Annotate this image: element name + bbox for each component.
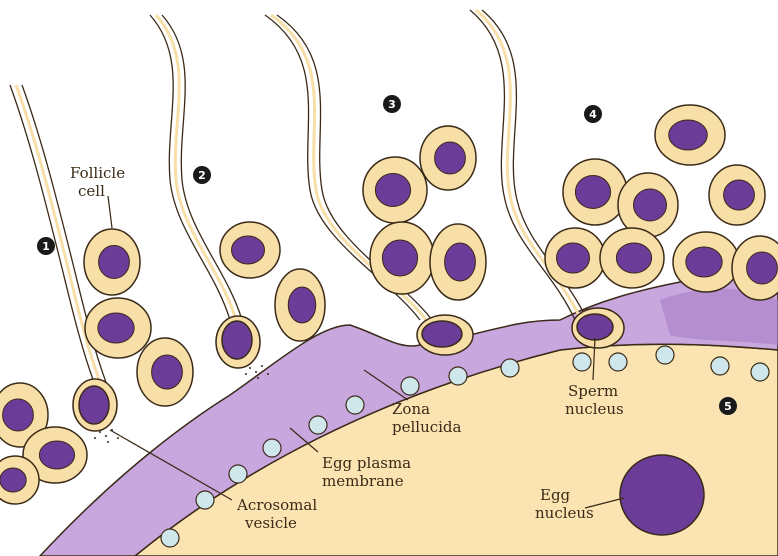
follicle-cell bbox=[275, 269, 325, 341]
follicle-cell-nucleus bbox=[575, 176, 610, 209]
follicle-cell-nucleus bbox=[288, 287, 316, 323]
follicle-cell-nucleus bbox=[98, 313, 134, 343]
follicle-cell-nucleus bbox=[616, 243, 651, 273]
follicle-cell bbox=[430, 224, 486, 300]
step-marker-3: 3 bbox=[383, 95, 401, 113]
label-follicle-cell: Follicle cell bbox=[70, 164, 130, 200]
follicle-cell bbox=[84, 229, 140, 295]
follicle-cell-nucleus bbox=[634, 189, 667, 221]
follicle-cell-nucleus bbox=[724, 180, 755, 210]
follicle-cell bbox=[420, 126, 476, 190]
follicle-cell bbox=[709, 165, 765, 225]
follicle-cell-nucleus bbox=[99, 246, 130, 279]
follicle-cell-nucleus bbox=[375, 174, 410, 207]
follicle-cell-nucleus bbox=[435, 142, 466, 174]
follicle-cell-nucleus bbox=[0, 468, 26, 492]
svg-text:5: 5 bbox=[724, 400, 732, 413]
follicle-cell-nucleus bbox=[39, 441, 74, 469]
egg-nucleus bbox=[620, 455, 704, 535]
follicle-cell-nucleus bbox=[3, 399, 34, 431]
follicle-cell-nucleus bbox=[747, 252, 778, 284]
step-marker-2: 2 bbox=[193, 166, 211, 184]
svg-text:1: 1 bbox=[42, 240, 50, 253]
follicle-cell bbox=[600, 228, 664, 288]
label-sperm-nucleus: Sperm nucleus bbox=[565, 382, 624, 418]
follicle-cell-nucleus bbox=[232, 236, 265, 264]
follicle-cell bbox=[0, 456, 39, 504]
follicle-cell bbox=[137, 338, 193, 406]
svg-text:4: 4 bbox=[589, 108, 597, 121]
follicle-cell bbox=[545, 228, 605, 288]
follicle-cell bbox=[655, 105, 725, 165]
follicle-cell bbox=[220, 222, 280, 278]
follicle-cell bbox=[618, 173, 678, 237]
svg-text:2: 2 bbox=[198, 169, 206, 182]
follicle-cell bbox=[85, 298, 151, 358]
follicle-cell-nucleus bbox=[557, 243, 590, 273]
follicle-cell-nucleus bbox=[669, 120, 708, 150]
step-marker-1: 1 bbox=[37, 237, 55, 255]
follicle-cell-nucleus bbox=[382, 240, 417, 276]
follicle-cell-nucleus bbox=[152, 355, 183, 389]
label-egg-plasma-membrane: Egg plasma membrane bbox=[322, 454, 416, 490]
follicle-cell bbox=[370, 222, 434, 294]
follicle-cell bbox=[363, 157, 427, 223]
step-marker-5: 5 bbox=[719, 397, 737, 415]
follicle-cell bbox=[673, 232, 739, 292]
follicle-cell-nucleus bbox=[686, 247, 722, 277]
follicle-cell-nucleus bbox=[445, 243, 476, 281]
step-marker-4: 4 bbox=[584, 105, 602, 123]
svg-text:3: 3 bbox=[388, 98, 396, 111]
follicle-cell bbox=[563, 159, 627, 225]
